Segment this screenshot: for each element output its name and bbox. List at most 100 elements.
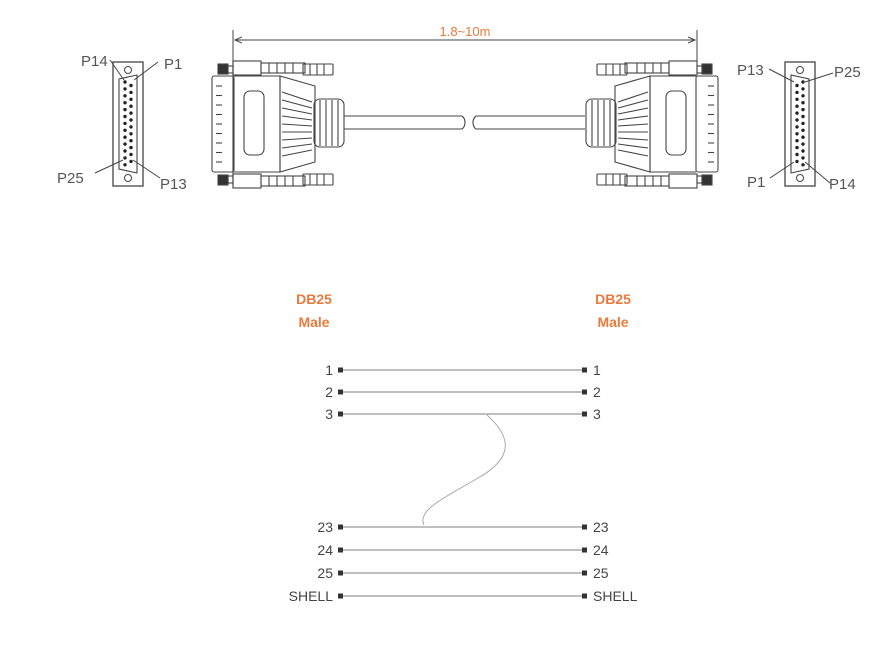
left-connector-face: P14 P1 P25 P13 [57, 53, 187, 193]
left-pin-label: 2 [325, 384, 333, 400]
connector-pin [129, 97, 133, 102]
right-strain-relief [591, 100, 611, 146]
right-plug-ribs [708, 85, 714, 163]
right-pin-label: 3 [593, 406, 601, 422]
connector-pin [129, 152, 133, 157]
left-pin-label: 1 [325, 362, 333, 378]
right-thumbscrew-bottom [596, 173, 670, 187]
connector-pin [129, 125, 133, 129]
left-pin-terminal [338, 524, 343, 530]
wiring-break-curve [422, 414, 506, 526]
left-thumbscrew-bottom [260, 173, 334, 187]
right-pin-label: 2 [593, 384, 601, 400]
connector-pin [795, 118, 799, 122]
plug-hatch-line [617, 99, 649, 109]
connector-pin [795, 145, 799, 150]
left-pin-label: 23 [317, 519, 333, 535]
wiring-left-header: DB25 Male [296, 291, 332, 330]
connector-pin [801, 94, 805, 98]
plug-hatch-line [617, 123, 649, 127]
cable-length-label: 1.8~10m [440, 24, 491, 39]
left-pin-terminal [338, 389, 343, 395]
right-pin-terminal [582, 411, 587, 417]
connector-pin [129, 159, 133, 164]
connector-pin [795, 90, 799, 95]
right-header-line1: DB25 [595, 291, 631, 307]
right-thumbscrew-top [596, 62, 670, 76]
connector-pin [801, 128, 805, 132]
cable-side-view [211, 60, 719, 189]
connector-pin [123, 128, 127, 132]
left-pin-terminal [338, 411, 343, 417]
plug-hatch-line [617, 107, 649, 115]
connector-pin [801, 121, 805, 126]
right-connector-face: P13 P25 P1 P14 [737, 61, 861, 193]
left-face-label-p13: P13 [160, 176, 187, 193]
left-plug-hatching [281, 91, 313, 157]
plug-hatch-line [617, 115, 649, 121]
plug-hatch-line [281, 91, 313, 103]
right-face-pin-array [795, 80, 805, 167]
plug-hatch-line [617, 143, 649, 149]
connector-pin [795, 125, 799, 129]
left-pin-terminal [338, 570, 343, 576]
connector-pin [129, 111, 133, 115]
right-face-label-p25: P25 [834, 64, 861, 81]
connector-pin [801, 142, 805, 146]
cable-body [344, 115, 585, 130]
connector-pin [123, 114, 127, 119]
connector-pin [129, 132, 133, 136]
right-pin-terminal [582, 570, 587, 576]
plug-hatch-line [281, 107, 313, 115]
plug-hatch-line [281, 123, 313, 127]
wiring-row: SHELL SHELL [289, 588, 638, 604]
left-face-label-p14: P14 [81, 53, 108, 70]
connector-pin [795, 159, 799, 164]
right-face-label-p13: P13 [737, 62, 764, 79]
right-plug-hatching [617, 91, 649, 157]
connector-pin [129, 139, 133, 143]
connector-pin [123, 135, 127, 139]
right-pin-label: 23 [593, 519, 609, 535]
connector-pin [795, 132, 799, 136]
connector-pin [123, 101, 127, 105]
connector-pin [801, 87, 805, 91]
right-face-label-p1: P1 [747, 174, 765, 191]
connector-pin [801, 101, 805, 105]
plug-hatch-line [281, 115, 313, 121]
left-thumbscrew-top [260, 62, 334, 76]
left-header-line1: DB25 [296, 291, 332, 307]
connector-pin [129, 90, 133, 95]
connector-pin [801, 135, 805, 139]
plug-hatch-line [617, 149, 649, 157]
left-strain-relief [319, 100, 339, 146]
left-pin-terminal [338, 593, 343, 599]
plug-hatch-line [281, 137, 313, 141]
connector-pin [801, 107, 805, 112]
left-pin-label: 24 [317, 542, 333, 558]
wiring-row: 23 23 [317, 519, 608, 535]
plug-hatch-line [281, 143, 313, 149]
right-face-label-p14: P14 [829, 176, 856, 193]
connector-pin [123, 163, 127, 167]
connector-pin [123, 94, 127, 98]
right-pin-label: 24 [593, 542, 609, 558]
connector-pin [129, 118, 133, 122]
left-face-label-p25: P25 [57, 170, 84, 187]
right-pin-terminal [582, 547, 587, 553]
plug-hatch-line [617, 91, 649, 103]
right-pin-label: SHELL [593, 588, 638, 604]
connector-pin [129, 145, 133, 150]
left-pin-terminal [338, 367, 343, 373]
connector-pin [123, 80, 127, 84]
right-pin-label: 25 [593, 565, 609, 581]
wiring-row: 24 24 [317, 542, 608, 558]
right-db25-plug [585, 60, 719, 189]
left-pin-label: SHELL [289, 588, 334, 604]
